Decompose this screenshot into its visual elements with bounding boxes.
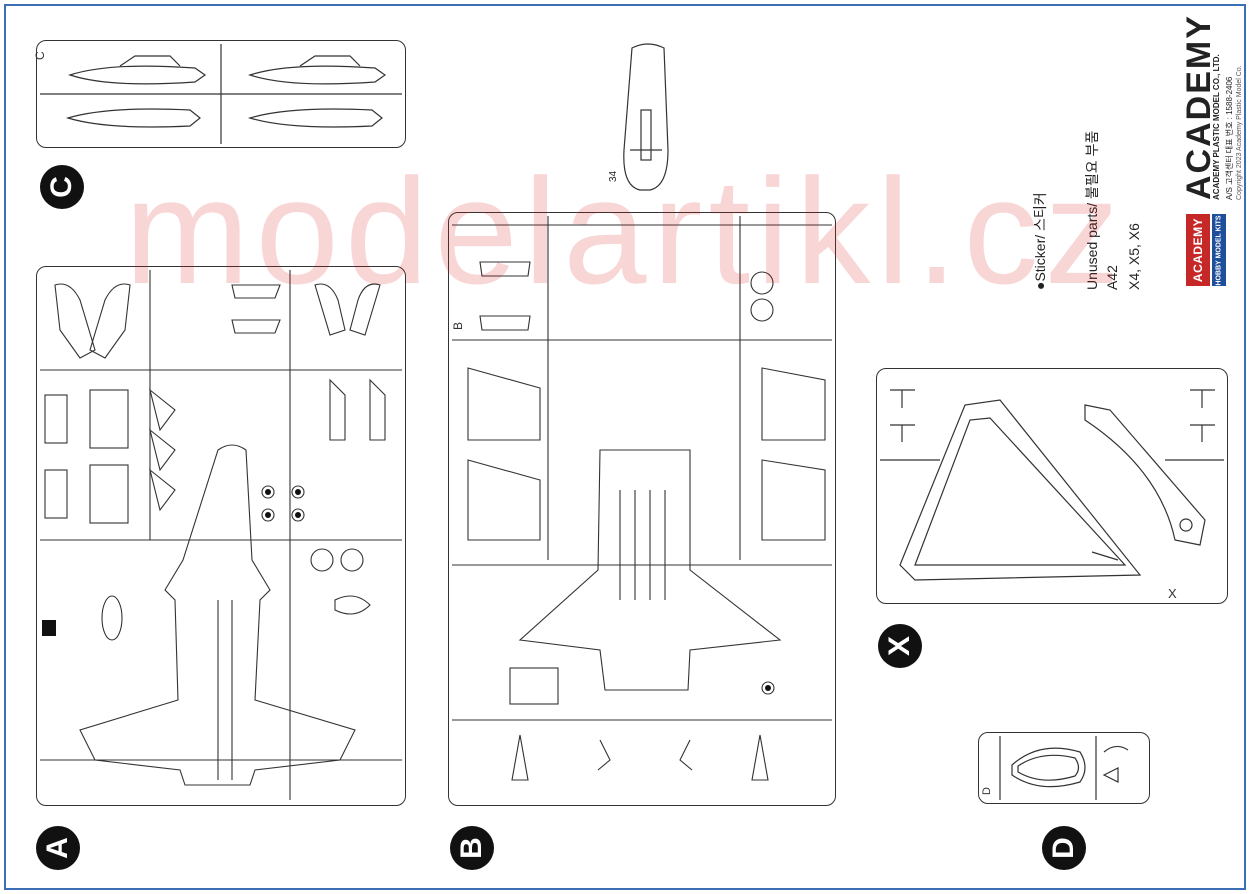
page-frame	[4, 4, 1246, 890]
sprue-b-frame	[448, 212, 836, 806]
sprue-x-frame	[876, 368, 1228, 604]
hobby-model-kits-logo: HOBBY MODEL KITS	[1212, 214, 1226, 286]
academy-red-logo-text: ACADEMY	[1191, 217, 1206, 283]
sprue-b-letter: B	[455, 837, 488, 859]
sprue-c-letter: C	[45, 176, 78, 198]
sprue-d-badge: D	[1042, 826, 1086, 870]
copyright-text: Copyright 2023 Academy Plastic Model Co.	[1236, 65, 1243, 200]
unused-parts-note: Unused parts/ 불필요 부품	[1084, 130, 1100, 290]
sprue-a-frame	[36, 266, 406, 806]
sprue-c-frame	[36, 40, 406, 148]
company-name: ACADEMY PLASTIC MODEL CO., LTD.	[1212, 54, 1221, 200]
hobby-model-kits-text: HOBBY MODEL KITS	[1215, 214, 1223, 286]
sprue-b-badge: B	[450, 826, 494, 870]
sprue-c-badge: C	[40, 165, 84, 209]
sticker-note: ●Sticker/ 스티커	[1032, 192, 1048, 290]
sprue-x-letter: X	[883, 636, 916, 657]
unused-parts-a: A42	[1104, 265, 1120, 290]
sprue-a-badge: A	[36, 826, 80, 870]
sprue-d-letter: D	[1047, 837, 1080, 859]
sprue-a-letter: A	[41, 837, 74, 859]
unused-parts-x: X4, X5, X6	[1126, 223, 1142, 290]
sprue-x-badge: X	[878, 624, 922, 668]
sprue-d-frame	[978, 732, 1150, 804]
part-34-label: 34	[608, 170, 619, 182]
academy-red-logo: ACADEMY	[1186, 214, 1210, 286]
service-number: A/S 고객센터 대표 번호 : 1588-2406	[1225, 76, 1234, 200]
